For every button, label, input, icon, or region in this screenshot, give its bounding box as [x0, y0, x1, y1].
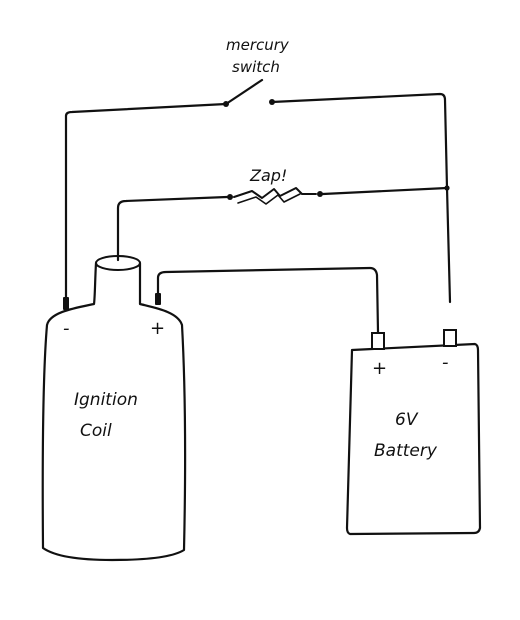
spark-electrode-right	[317, 191, 323, 197]
coil-minus-terminal	[63, 297, 69, 310]
coil-minus-symbol: -	[63, 318, 70, 339]
switch-label-line2: switch	[232, 58, 280, 76]
spark-gap: Zap!	[227, 166, 323, 205]
coil-plus-symbol: +	[150, 318, 165, 339]
switch-label-line1: mercury	[226, 36, 290, 54]
wire-spark-to-right-rail	[321, 186, 449, 196]
wire-junction	[444, 185, 450, 191]
spark-electrode-left	[227, 194, 233, 200]
spark-bolt-icon-2	[237, 193, 301, 205]
battery-label-line1: 6V	[395, 410, 419, 430]
battery-plus-symbol: +	[372, 358, 387, 379]
wire-coil-plus-to-battery-plus	[156, 266, 380, 334]
battery-label-line2: Battery	[374, 441, 438, 461]
battery-case	[345, 342, 482, 536]
wire-coil-minus-to-switch	[64, 102, 228, 307]
coil-body	[41, 261, 187, 562]
mercury-switch: mercury switch	[223, 36, 290, 107]
wire-switch-to-battery-minus	[270, 92, 452, 304]
battery-minus-symbol: -	[442, 352, 449, 373]
coil-plus-terminal	[155, 293, 161, 305]
battery-minus-terminal	[443, 329, 457, 347]
spark-gap-label: Zap!	[249, 166, 287, 185]
coil-label-line1: Ignition	[74, 390, 138, 410]
battery: + - 6V Battery	[345, 329, 482, 536]
wire-coil-tower-to-spark	[116, 195, 229, 262]
ignition-coil: - + Ignition Coil	[41, 255, 187, 562]
battery-plus-terminal	[371, 332, 385, 350]
coil-label-line2: Coil	[80, 421, 112, 441]
spark-bolt-icon	[233, 187, 317, 199]
switch-lever	[224, 78, 264, 106]
